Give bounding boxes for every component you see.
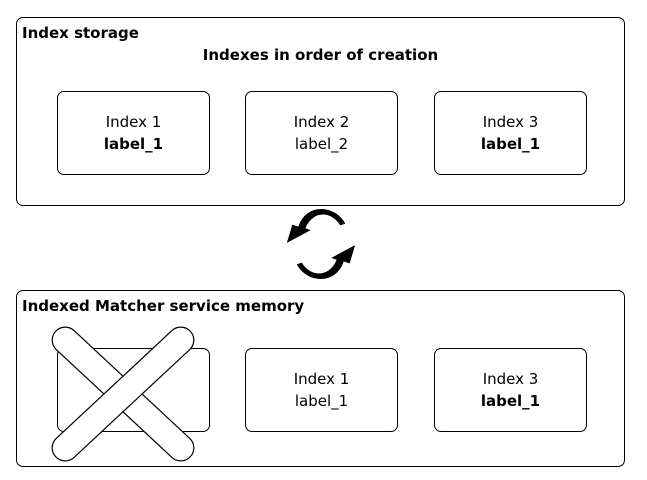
storage-index-card: Index 2 label_2 (245, 91, 398, 175)
index-storage-subtitle: Indexes in order of creation (202, 46, 439, 64)
index-name: Index 1 (293, 370, 350, 388)
memory-index-card: Index 3 label_1 (434, 348, 587, 432)
memory-index-card: Index 1 label_1 (245, 348, 398, 432)
index-name: Index 3 (482, 370, 539, 388)
index-label: label_1 (480, 392, 541, 410)
index-storage-panel: Index storage Indexes in order of creati… (16, 17, 625, 206)
index-label: label_1 (103, 135, 164, 153)
index-label: label_1 (294, 392, 349, 410)
sync-arrows-icon (285, 208, 357, 280)
index-storage-title: Index storage (22, 24, 139, 42)
index-name: Index 1 (105, 113, 162, 131)
index-label: label_1 (480, 135, 541, 153)
sync-arrow-left (285, 208, 347, 246)
index-name: Index 2 (293, 113, 350, 131)
matcher-memory-panel: Indexed Matcher service memory Index 1 l… (16, 290, 625, 467)
sync-arrow-right (295, 242, 357, 280)
storage-index-card: Index 1 label_1 (57, 91, 210, 175)
storage-index-card: Index 3 label_1 (434, 91, 587, 175)
matcher-memory-title: Indexed Matcher service memory (22, 297, 305, 315)
index-label: label_2 (294, 135, 349, 153)
removed-index-card (57, 348, 210, 432)
index-name: Index 3 (482, 113, 539, 131)
